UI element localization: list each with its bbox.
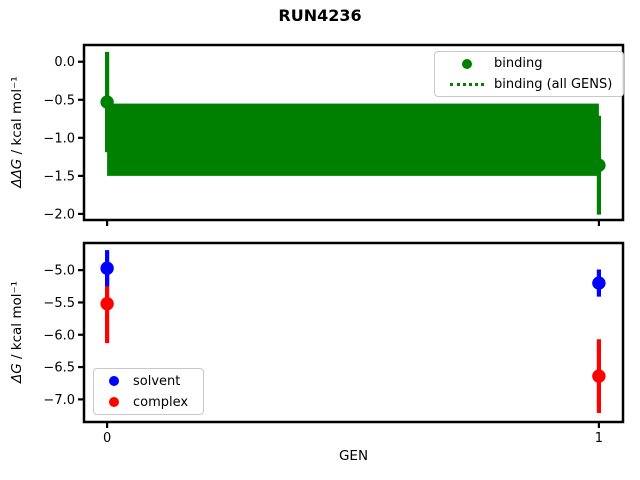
y-tick-label: 0.0: [54, 55, 75, 70]
solvent-point: [100, 261, 114, 275]
complex-marker-icon: [109, 397, 119, 407]
legend-row-binding: binding: [435, 53, 623, 74]
binding-all-gens-dotted-line-icon: [450, 83, 484, 86]
bottom-y-axis-label-math: ΔG: [9, 363, 25, 384]
solvent-marker-icon: [109, 376, 119, 386]
figure-title: RUN4236: [278, 6, 362, 25]
complex-point: [592, 369, 606, 383]
bottom-y-axis-label: ΔG / kcal mol⁻¹: [9, 281, 25, 383]
y-tick-label: −7.0: [43, 393, 75, 408]
binding-point: [592, 158, 606, 172]
legend-label-binding: binding: [494, 56, 543, 71]
y-tick-label: −5.0: [43, 264, 75, 279]
legend-label-complex: complex: [133, 394, 189, 410]
top-legend: binding binding (all GENS): [434, 51, 624, 97]
top-y-axis-label: ΔΔG / kcal mol⁻¹: [9, 76, 25, 187]
solvent-point: [592, 276, 606, 290]
top-y-axis-label-math: ΔΔG: [9, 158, 25, 188]
y-tick-label: −6.0: [43, 328, 75, 343]
binding-marker-icon: [462, 58, 472, 69]
binding-point: [100, 95, 114, 109]
complex-point: [100, 297, 114, 311]
axes-frame: [82, 241, 625, 424]
legend-label-solvent: solvent: [133, 373, 181, 389]
y-tick-label: −6.5: [43, 361, 75, 376]
y-tick-label: −1.0: [43, 131, 75, 146]
bottom-y-axis-label-units: / kcal mol⁻¹: [9, 280, 25, 364]
y-tick-label: −2.0: [43, 207, 75, 222]
y-tick-label: −5.5: [43, 296, 75, 311]
y-tick-label: −1.5: [43, 169, 75, 184]
x-tick-label: 1: [595, 431, 603, 446]
x-tick-label: 0: [103, 431, 111, 446]
bottom-legend: solvent complex: [93, 368, 204, 415]
axes-frame: [82, 43, 625, 222]
legend-row-complex: complex: [94, 392, 203, 413]
x-axis-label: GEN: [338, 448, 369, 464]
legend-row-solvent: solvent: [94, 371, 203, 392]
legend-row-binding-all-gens: binding (all GENS): [435, 74, 623, 95]
y-tick-label: −0.5: [43, 93, 75, 108]
legend-label-binding-all-gens: binding (all GENS): [494, 77, 613, 92]
top-y-axis-label-units: / kcal mol⁻¹: [9, 76, 25, 159]
